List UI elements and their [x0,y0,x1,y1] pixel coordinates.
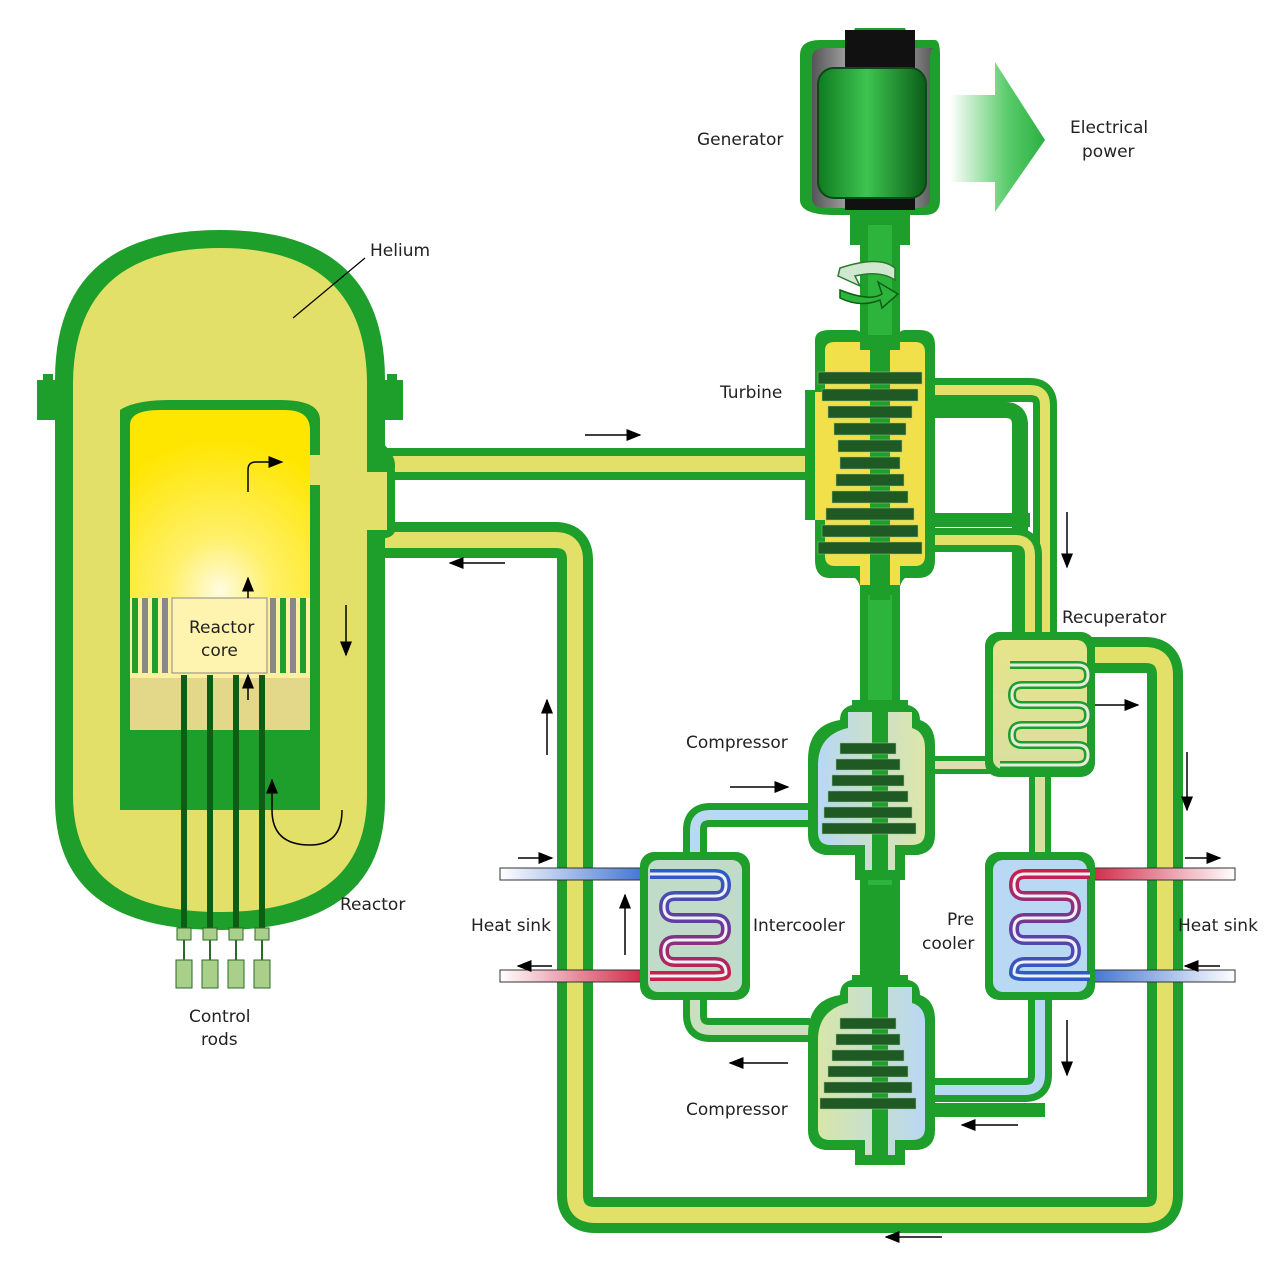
return-duct [370,522,1183,1233]
electrical-power-label-1: Electrical [1070,118,1148,138]
reactor-core-label-2: core [201,641,238,661]
turbine-exhaust-ducts [930,378,1057,640]
generator-label: Generator [697,130,783,150]
control-rods-label-1: Control [189,1007,250,1027]
helium-leader [292,257,366,319]
helium-label: Helium [370,241,430,261]
compressor-bottom-label: Compressor [686,1100,788,1120]
intercooler [640,852,750,1000]
hot-duct [315,448,810,480]
compressor-top-label: Compressor [686,733,788,753]
labels: Generator Electrical power Helium Turbin… [189,118,1258,1120]
recuperator [985,632,1095,777]
precooler [985,852,1095,1000]
generator [800,28,940,245]
heat-sink-left-label: Heat sink [471,916,551,936]
precooler-label-1: Pre [947,910,974,930]
electrical-power-arrow [950,62,1045,212]
rotation-icon [837,260,900,310]
intercooler-links [683,803,1045,1117]
reactor-core-label-1: Reactor [189,618,254,638]
turbine-label: Turbine [719,383,782,403]
recuperator-links [930,756,1052,1102]
fuel-elements [130,597,310,678]
electrical-power-label-2: power [1082,142,1135,162]
precooler-label-2: cooler [922,934,974,954]
control-rods [122,675,320,989]
reactor-label: Reactor [340,895,405,915]
compressor-top [808,700,935,880]
compressor-bottom [808,975,935,1165]
heat-sink-right-label: Heat sink [1178,916,1258,936]
recuperator-label: Recuperator [1062,608,1166,628]
intercooler-label: Intercooler [753,916,845,936]
control-rods-label-2: rods [201,1030,238,1050]
reactor-vessel [37,230,403,930]
reactor-flow-arrows [242,456,352,846]
turbine [805,330,935,600]
flow-arrows [448,429,1222,1243]
